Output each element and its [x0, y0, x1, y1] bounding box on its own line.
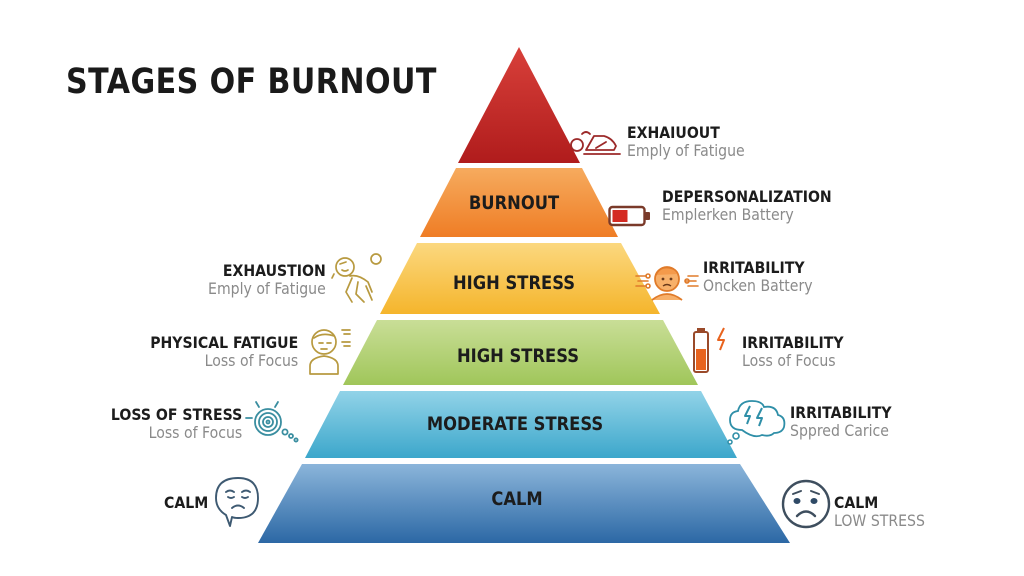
callout-subtext: LOW STRESS [834, 511, 925, 531]
callout-calm-right: CALM LOW STRESS [834, 493, 925, 531]
pyramid-level-burnout [420, 168, 618, 237]
callout-subtext: Sppred Carice [790, 421, 889, 441]
level-label-calm: CALM [491, 488, 543, 510]
callout-subtext: Loss of Focus [204, 351, 298, 371]
callout-heading: EXHAIUOUT [627, 123, 720, 142]
pyramid-level-calm [258, 464, 790, 543]
pyramid-level-high-stress-1 [380, 243, 660, 314]
worried-face-icon [781, 479, 831, 529]
half-battery-lightning-icon [693, 327, 725, 373]
callout-subtext: Loss of Focus [148, 423, 242, 443]
frustrated-face-icon [635, 266, 699, 301]
callout-heading: IRRITABILITY [742, 333, 844, 352]
callout-heading: DEPERSONALIZATION [662, 187, 832, 206]
callout-subtext: Emply of Fatigue [208, 279, 326, 299]
callout-heading: CALM [163, 493, 208, 512]
callout-physical-fatigue: PHYSICAL FATIGUE Loss of Focus [149, 333, 298, 371]
level-label-high-stress-2: HIGH STRESS [457, 345, 579, 367]
callout-subtext: Emply of Fatigue [627, 141, 745, 161]
callout-subtext: Emplerken Battery [662, 205, 794, 225]
pyramid-level-apex [458, 47, 580, 163]
callout-subtext: Loss of Focus [742, 351, 836, 371]
callout-irritability-1: IRRITABILITY Oncken Battery [703, 258, 813, 296]
tired-person-icon [309, 329, 351, 375]
pyramid-level-moderate-stress [305, 391, 737, 458]
thought-bubble-lightning-icon [727, 400, 786, 445]
callout-heading: LOSS OF STRESS [110, 405, 242, 424]
callout-irritability-3: IRRITABILITY Sppred Carice [790, 403, 892, 441]
callout-heading: IRRITABILITY [790, 403, 892, 422]
callout-depersonalization: DEPERSONALIZATION Emplerken Battery [662, 187, 832, 225]
callout-heading: PHYSICAL FATIGUE [149, 333, 298, 352]
spiral-icon [245, 401, 299, 443]
level-label-moderate-stress: MODERATE STRESS [426, 413, 604, 435]
pyramid-level-high-stress-2 [343, 320, 698, 385]
exhausted-person-lying-icon [570, 131, 621, 155]
slumped-person-icon [331, 253, 382, 303]
level-label-high-stress-1: HIGH STRESS [453, 272, 575, 294]
callout-loss-of-stress: LOSS OF STRESS Loss of Focus [110, 405, 242, 443]
callout-heading: IRRITABILITY [703, 258, 805, 277]
page-title: STAGES OF BURNOUT [66, 62, 437, 102]
level-label-burnout: BURNOUT [468, 192, 560, 214]
callout-heading: EXHAUSTION [223, 261, 326, 280]
callout-exhaiuout: EXHAIUOUT Emply of Fatigue [627, 123, 745, 161]
callout-irritability-2: IRRITABILITY Loss of Focus [742, 333, 844, 371]
callout-calm-left: CALM [163, 493, 208, 512]
callout-subtext: Oncken Battery [703, 276, 813, 296]
callout-heading: CALM [834, 493, 879, 512]
callout-exhaustion: EXHAUSTION Emply of Fatigue [208, 261, 326, 299]
sad-speech-bubble-icon [215, 477, 259, 527]
low-battery-icon [608, 205, 650, 227]
